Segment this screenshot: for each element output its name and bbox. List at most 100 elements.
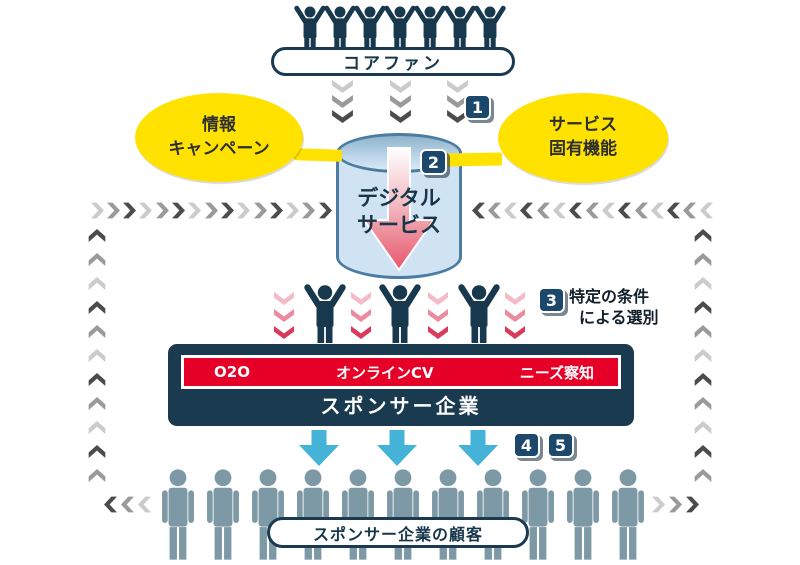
- chevron-down-icon: [388, 78, 413, 93]
- tag-online-cv: オンラインCV: [336, 363, 434, 382]
- chevron-up-icon: [693, 252, 713, 268]
- chevron-down-icon: [503, 290, 527, 305]
- core-fan-figure: [323, 4, 357, 51]
- sponsor-to-customer-arrow-icon: [377, 430, 417, 470]
- chevron-up-icon: [693, 396, 713, 412]
- chevron-left-icon: [634, 201, 650, 220]
- chevron-right-icon: [268, 201, 283, 220]
- sponsor-to-customer-arrow-icon: [299, 430, 339, 470]
- chevron-left-icon: [553, 201, 568, 220]
- chevron-left-icon: [699, 201, 715, 220]
- chevron-up-icon: [87, 372, 107, 388]
- chevron-up-icon: [693, 372, 713, 388]
- customers-label: スポンサー企業の顧客: [267, 517, 529, 548]
- chevron-down-icon: [272, 324, 296, 339]
- chevron-down-icon: [426, 307, 450, 322]
- chevron-up-icon: [693, 276, 713, 292]
- core-fan-figure: [353, 4, 387, 51]
- service-features-line2: 固有機能: [549, 139, 617, 159]
- chevron-right-icon: [219, 201, 234, 220]
- chevron-right-icon: [667, 495, 682, 514]
- chevron-right-icon: [684, 495, 699, 514]
- chevron-right-icon: [284, 201, 300, 220]
- chevron-down-icon: [330, 108, 355, 123]
- chevron-up-icon: [693, 468, 713, 484]
- chevron-down-icon: [388, 108, 413, 123]
- step-badge-4: 4: [513, 432, 540, 458]
- service-features-line1: サービス: [549, 115, 617, 136]
- service-features-bubble-tail: [443, 152, 503, 167]
- chevron-up-icon: [87, 420, 107, 436]
- info-campaign-line1: 情報: [202, 114, 236, 135]
- chevron-down-icon: [426, 290, 450, 305]
- chevron-right-icon: [154, 201, 169, 220]
- chevron-down-icon: [503, 307, 527, 322]
- chevron-up-icon: [87, 324, 107, 340]
- sponsor-box-title: スポンサー企業: [320, 394, 482, 418]
- chevron-up-icon: [87, 228, 107, 244]
- chevron-up-icon: [693, 324, 713, 340]
- chevron-up-icon: [87, 252, 107, 268]
- core-fans-label: コアファン: [271, 47, 515, 76]
- info-campaign-bubble: 情報 キャンペーン: [135, 93, 303, 182]
- chevron-left-icon: [487, 201, 503, 220]
- chevron-up-icon: [693, 348, 713, 364]
- chevron-left-icon: [683, 201, 698, 220]
- tag-o2o: O2O: [214, 363, 250, 381]
- core-fan-figure: [443, 4, 477, 51]
- chevron-down-icon: [388, 93, 413, 108]
- chevron-right-icon: [252, 201, 267, 220]
- chevron-left-icon: [601, 201, 617, 220]
- chevron-left-icon: [137, 495, 153, 514]
- core-fan-figure: [413, 4, 447, 51]
- step-badge-3: 3: [538, 287, 565, 313]
- chevron-down-icon: [330, 93, 355, 108]
- step-badge-5: 5: [547, 432, 574, 458]
- tag-needs-sensing: ニーズ察知: [519, 363, 594, 382]
- chevron-left-icon: [618, 201, 633, 220]
- selection-note: 特定の条件 による選別: [569, 287, 659, 329]
- digital-service-line1: デジタル: [357, 186, 441, 210]
- chevron-right-icon: [186, 201, 202, 220]
- chevron-down-icon: [349, 307, 373, 322]
- core-fan-figure: [473, 4, 507, 51]
- chevron-right-icon: [317, 201, 332, 220]
- customer-figure: [562, 468, 604, 561]
- chevron-left-icon: [536, 201, 552, 220]
- customer-figure: [202, 468, 244, 561]
- sponsor-box: O2O オンラインCV ニーズ察知 スポンサー企業: [168, 344, 634, 426]
- chevron-down-icon: [349, 290, 373, 305]
- customers-label-text: スポンサー企業の顧客: [312, 524, 483, 544]
- core-fan-figure: [383, 4, 417, 51]
- chevron-up-icon: [693, 444, 713, 460]
- chevron-left-icon: [504, 201, 519, 220]
- chevron-up-icon: [87, 348, 107, 364]
- chevron-up-icon: [87, 444, 107, 460]
- digital-service-label: デジタル サービス: [336, 185, 462, 240]
- chevron-down-icon: [426, 324, 450, 339]
- chevron-up-icon: [87, 300, 107, 316]
- chevron-right-icon: [137, 201, 153, 220]
- step-badge-1: 1: [464, 94, 491, 120]
- chevron-up-icon: [693, 300, 713, 316]
- selection-note-line1: 特定の条件: [569, 287, 650, 306]
- step-badge-2: 2: [420, 149, 447, 175]
- selected-fan-figure: [457, 281, 501, 345]
- down-flow-arrow-icon: [362, 147, 436, 272]
- chevron-right-icon: [89, 201, 104, 220]
- service-features-bubble: サービス 固有機能: [498, 93, 668, 183]
- chevron-left-icon: [120, 495, 136, 514]
- chevron-up-icon: [87, 468, 107, 484]
- chevron-left-icon: [667, 201, 682, 220]
- chevron-left-icon: [585, 201, 601, 220]
- info-campaign-bubble-tail: [293, 148, 343, 162]
- selection-note-line2: による選別: [579, 307, 659, 327]
- chevron-right-icon: [121, 201, 137, 220]
- chevron-down-icon: [272, 307, 296, 322]
- info-campaign-line2: キャンペーン: [168, 138, 270, 159]
- chevron-up-icon: [87, 396, 107, 412]
- chevron-up-icon: [693, 228, 713, 244]
- core-fan-figure: [293, 4, 327, 51]
- sponsor-to-customer-arrow-icon: [458, 430, 498, 470]
